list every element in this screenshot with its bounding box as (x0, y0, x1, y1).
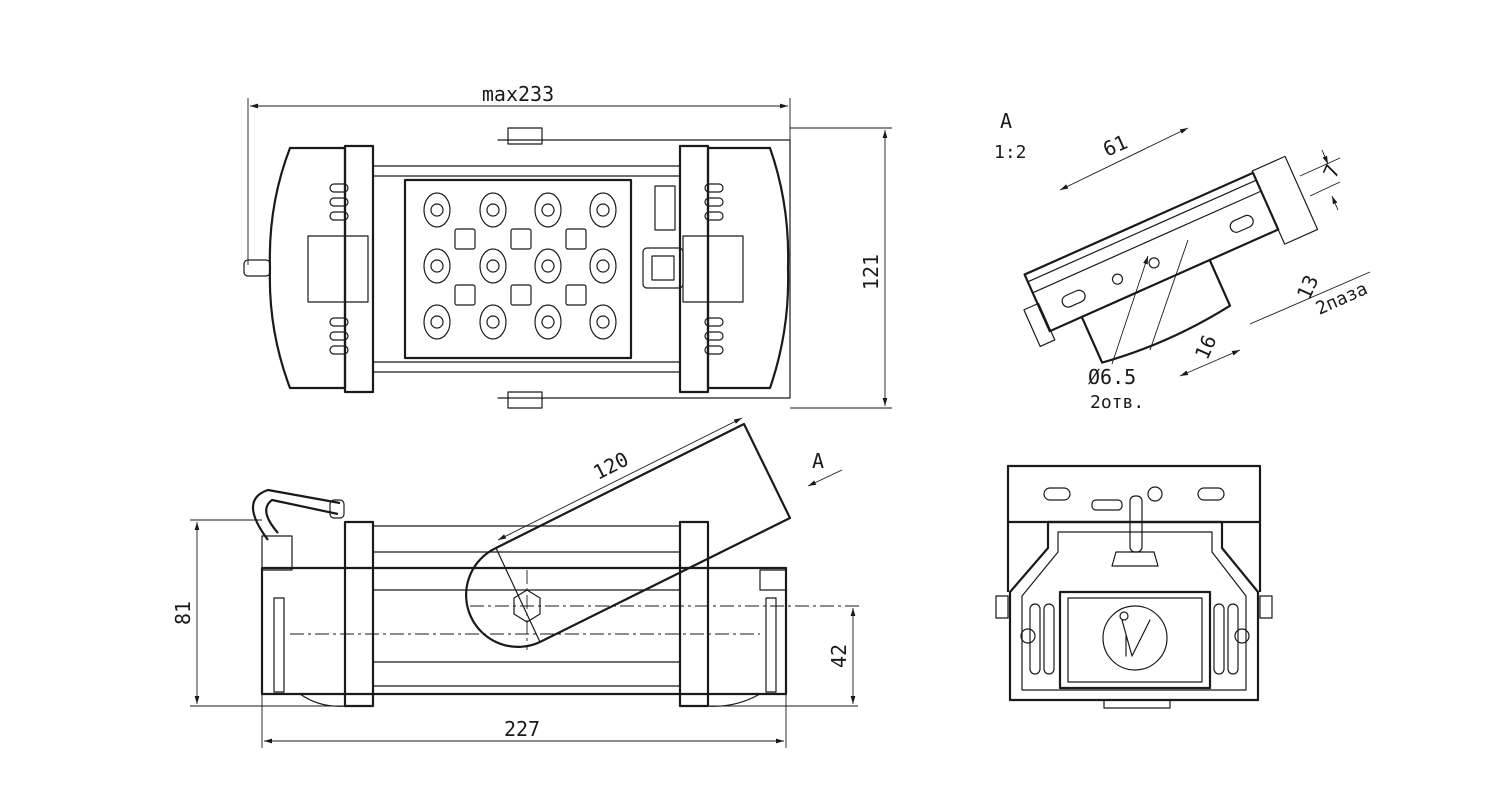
view-arrow-a: A (812, 449, 824, 473)
hole-count: 2отв. (1090, 392, 1144, 413)
detail-scale: 1:2 (994, 142, 1027, 163)
detail-a: A 1:2 61 7 13 2паза 16 Ø6.5 (994, 109, 1371, 413)
hole-diameter: Ø6.5 (1088, 365, 1136, 389)
detail-title: A (1000, 109, 1012, 133)
dim-61: 61 (1099, 130, 1131, 162)
dim-16: 16 (1190, 331, 1222, 363)
dim-7: 7 (1318, 161, 1345, 182)
front-view: 120 A 81 42 227 (171, 417, 860, 748)
dim-arm-120: 120 (589, 447, 632, 485)
dim-axis-42: 42 (827, 644, 851, 668)
top-view: max233 121 (243, 82, 892, 409)
dim-height-81: 81 (171, 601, 195, 625)
dim-length-227: 227 (504, 717, 540, 741)
dim-max-width: max233 (482, 82, 554, 106)
dim-height-121: 121 (859, 254, 883, 290)
end-view (995, 464, 1273, 709)
